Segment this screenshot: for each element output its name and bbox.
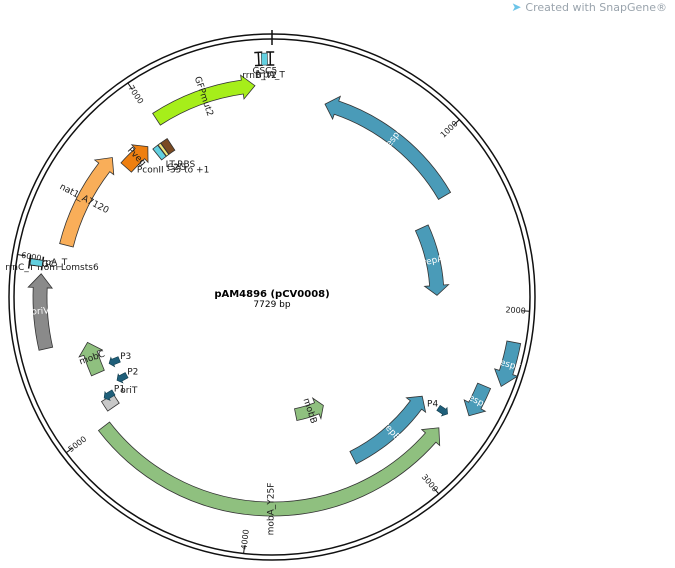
feature-PconII[interactable] [152,144,167,161]
feature-respF[interactable] [494,340,522,388]
feature-layer [27,74,522,517]
tick-label: 3000 [420,473,440,494]
feature-label-repA: repA [422,254,445,269]
tick-mark [127,82,133,90]
feature-label-LTRBS: LT-RBS [166,160,196,170]
feature-mobB[interactable] [294,397,324,421]
feature-label-oriT: oriT [120,386,138,396]
small-feature-label: GC [42,260,55,270]
feature-GFP[interactable] [152,74,256,126]
terminator-label: trpA_T [256,71,286,81]
tick-label: 5000 [67,434,89,453]
feature-label-C2G: C2G [167,163,186,173]
watermark-text: Created with SnapGene® [525,0,667,14]
small-feature-GSC5[interactable] [260,52,268,66]
tick-mark [433,487,440,495]
feature-respC[interactable] [324,95,452,200]
promoter-P3[interactable] [107,355,121,368]
promoter-label: P4 [427,399,438,409]
feature-oriV[interactable] [27,273,54,351]
feature-repB[interactable] [349,395,427,465]
terminator-label: rrnB_T2 [242,71,277,81]
plasmid-name: pAM4896 (pCV0008) [214,289,329,300]
tick-mark [17,254,26,257]
tick-label: 4000 [240,529,251,550]
small-feature-label: GSC5 [252,67,277,77]
promoter-label: P1 [114,384,125,394]
feature-Pveg[interactable] [120,144,149,173]
terminator-stem [257,52,260,66]
terminator-top [27,260,31,269]
tick-mark [65,447,73,454]
tick-mark [453,119,460,126]
terminator-label: trpA_T [38,258,68,268]
backbone-circle [8,30,536,561]
tick-mark [243,545,246,554]
feature-repA[interactable] [414,224,450,296]
feature-nat1[interactable] [59,157,115,248]
feature-mobA[interactable] [97,421,441,517]
promoter-P1[interactable] [102,388,117,402]
promoter-label: P3 [120,352,131,362]
small-feature-GC[interactable] [29,258,44,267]
snapgene-watermark: ➤ Created with SnapGene® [511,0,667,14]
feature-label-mobA: mobA_Y25F [266,483,276,536]
feature-LTRBS[interactable] [160,137,176,155]
feature-label-PconII: PconII -35 to +1 [137,165,209,175]
tick-label: 7000 [126,84,145,106]
terminator-label: rrnC_T from Lomsts6 [5,263,99,273]
feature-mobC[interactable] [78,341,105,377]
tick-label: 2000 [505,305,526,315]
feature-respE[interactable] [463,382,492,417]
promoter-P2[interactable] [115,371,129,385]
snapgene-logo-icon: ➤ [511,0,522,14]
feature-label-oriV: oriV [31,306,50,317]
promoter-P4[interactable] [436,404,451,418]
promoter-label: P2 [127,367,138,377]
plasmid-size: 7729 bp [253,300,290,310]
